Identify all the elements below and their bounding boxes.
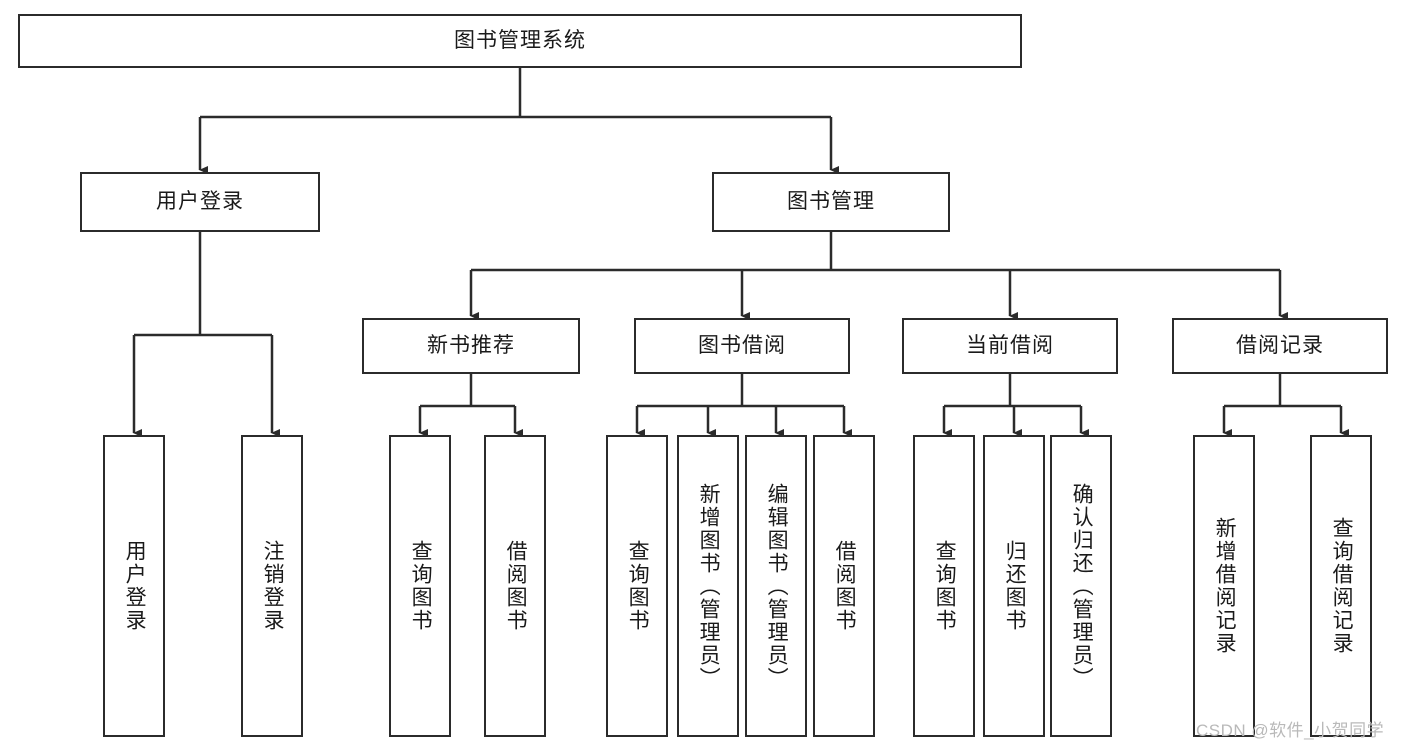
node-borrow[interactable]: 图书借阅 <box>634 318 850 374</box>
node-label: 新增借阅记录 <box>1213 517 1237 655</box>
node-label: 归还图书 <box>1003 540 1027 632</box>
node-label: 借阅图书 <box>833 540 857 632</box>
node-label: 新增图书（管理员） <box>697 482 721 690</box>
node-leaf3[interactable]: 查询图书 <box>389 435 451 737</box>
node-label: 查询借阅记录 <box>1330 517 1354 655</box>
node-current[interactable]: 当前借阅 <box>902 318 1118 374</box>
tree-edges <box>132 68 1349 437</box>
node-records[interactable]: 借阅记录 <box>1172 318 1388 374</box>
node-leaf9[interactable]: 查询图书 <box>913 435 975 737</box>
node-label: 编辑图书（管理员） <box>765 482 789 690</box>
node-label: 注销登录 <box>261 540 285 632</box>
node-leaf13[interactable]: 查询借阅记录 <box>1310 435 1372 737</box>
node-leaf5[interactable]: 查询图书 <box>606 435 668 737</box>
node-label: 查询图书 <box>626 540 650 632</box>
node-label: 查询图书 <box>409 540 433 632</box>
node-label: 图书管理系统 <box>454 29 586 53</box>
node-label: 查询图书 <box>933 540 957 632</box>
node-newbook[interactable]: 新书推荐 <box>362 318 580 374</box>
node-leaf6[interactable]: 新增图书（管理员） <box>677 435 739 737</box>
node-label: 当前借阅 <box>966 334 1054 358</box>
node-leaf7[interactable]: 编辑图书（管理员） <box>745 435 807 737</box>
node-leaf12[interactable]: 新增借阅记录 <box>1193 435 1255 737</box>
node-root[interactable]: 图书管理系统 <box>18 14 1022 68</box>
node-leaf11[interactable]: 确认归还（管理员） <box>1050 435 1112 737</box>
node-label: 确认归还（管理员） <box>1070 482 1094 690</box>
node-leaf4[interactable]: 借阅图书 <box>484 435 546 737</box>
node-label: 用户登录 <box>156 190 244 214</box>
node-label: 用户登录 <box>123 540 147 632</box>
node-leaf10[interactable]: 归还图书 <box>983 435 1045 737</box>
node-label: 图书管理 <box>787 190 875 214</box>
node-bookmgmt[interactable]: 图书管理 <box>712 172 950 232</box>
node-label: 图书借阅 <box>698 334 786 358</box>
node-label: 新书推荐 <box>427 334 515 358</box>
node-leaf2[interactable]: 注销登录 <box>241 435 303 737</box>
node-leaf1[interactable]: 用户登录 <box>103 435 165 737</box>
node-leaf8[interactable]: 借阅图书 <box>813 435 875 737</box>
node-label: 借阅记录 <box>1236 334 1324 358</box>
watermark-label: CSDN @软件_小贺同学 <box>1196 721 1385 740</box>
node-login[interactable]: 用户登录 <box>80 172 320 232</box>
node-label: 借阅图书 <box>504 540 528 632</box>
